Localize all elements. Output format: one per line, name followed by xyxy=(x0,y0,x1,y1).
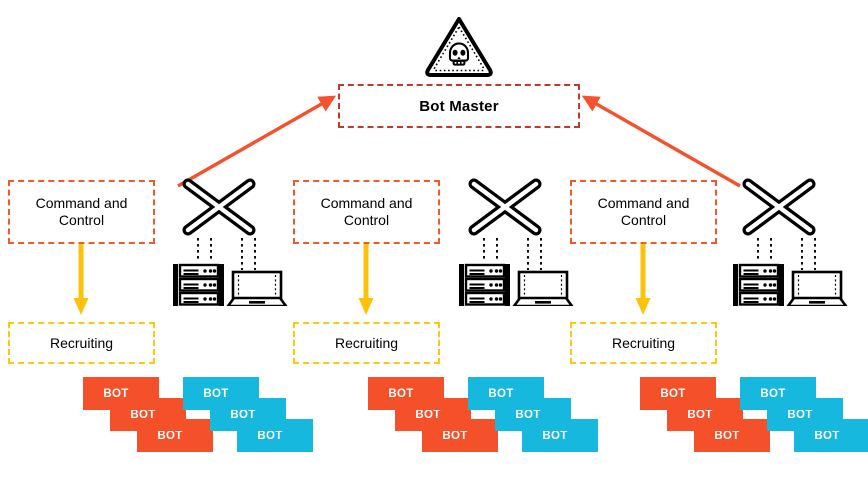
server-rack-icon xyxy=(173,263,224,306)
recruiting-label-1: Recruiting xyxy=(49,335,114,351)
broken-link-x-icon xyxy=(742,178,816,236)
uplink-arrow-right xyxy=(581,95,741,188)
bot-card-label: BOT xyxy=(103,387,129,400)
recruiting-box-3[interactable]: Recruiting xyxy=(570,322,717,364)
recruiting-box-2[interactable]: Recruiting xyxy=(293,322,440,364)
bot-card[interactable]: BOT xyxy=(740,377,816,410)
bot-card[interactable]: BOT xyxy=(83,377,159,410)
server-rack-icon xyxy=(459,263,510,306)
bot-card-label: BOT xyxy=(388,387,414,400)
bot-card-label: BOT xyxy=(488,387,514,400)
node-dotted-links xyxy=(483,238,542,270)
bot-card-label: BOT xyxy=(442,429,468,442)
bot-card-label: BOT xyxy=(203,387,229,400)
bot-card-label: BOT xyxy=(787,408,813,421)
broken-link-x-icon xyxy=(468,178,542,236)
cc-to-recruiting-arrow-1 xyxy=(73,244,89,315)
uplink-arrow-left xyxy=(177,95,337,188)
botmaster-box[interactable]: Bot Master xyxy=(338,84,580,128)
broken-link-x-icon xyxy=(182,178,256,236)
bot-card[interactable]: BOT xyxy=(468,377,544,410)
server-rack-icon xyxy=(733,263,784,306)
command-control-label-3: Command and Control xyxy=(597,194,690,229)
cc-to-recruiting-arrow-3 xyxy=(635,244,651,315)
node-dotted-links xyxy=(757,238,816,270)
node-dotted-links xyxy=(197,238,256,270)
command-control-box-3[interactable]: Command and Control xyxy=(570,180,717,244)
laptop-icon xyxy=(786,270,848,306)
bot-card-label: BOT xyxy=(814,429,840,442)
botmaster-label: Bot Master xyxy=(419,97,499,115)
command-control-label-2: Command and Control xyxy=(320,194,413,229)
bot-card[interactable]: BOT xyxy=(183,377,259,410)
bot-card-label: BOT xyxy=(515,408,541,421)
laptop-icon xyxy=(226,270,288,306)
bot-card[interactable]: BOT xyxy=(368,377,444,410)
bot-card-label: BOT xyxy=(130,408,156,421)
bot-card-label: BOT xyxy=(157,429,183,442)
bot-card[interactable]: BOT xyxy=(640,377,716,410)
hazard-skull-icon xyxy=(425,17,493,77)
command-control-box-1[interactable]: Command and Control xyxy=(8,180,155,244)
node-cluster-3 xyxy=(733,178,848,306)
bot-card-label: BOT xyxy=(660,387,686,400)
command-control-label-1: Command and Control xyxy=(35,194,128,229)
cc-to-recruiting-arrow-2 xyxy=(358,244,374,315)
node-cluster-1 xyxy=(173,178,288,306)
bot-card-label: BOT xyxy=(760,387,786,400)
bot-card-label: BOT xyxy=(714,429,740,442)
command-control-box-2[interactable]: Command and Control xyxy=(293,180,440,244)
bot-card-label: BOT xyxy=(687,408,713,421)
laptop-icon xyxy=(512,270,574,306)
bot-card-label: BOT xyxy=(257,429,283,442)
bot-card-label: BOT xyxy=(542,429,568,442)
bot-card-label: BOT xyxy=(230,408,256,421)
recruiting-label-3: Recruiting xyxy=(611,335,676,351)
bot-card-label: BOT xyxy=(415,408,441,421)
node-cluster-2 xyxy=(459,178,574,306)
recruiting-box-1[interactable]: Recruiting xyxy=(8,322,155,364)
recruiting-label-2: Recruiting xyxy=(334,335,399,351)
